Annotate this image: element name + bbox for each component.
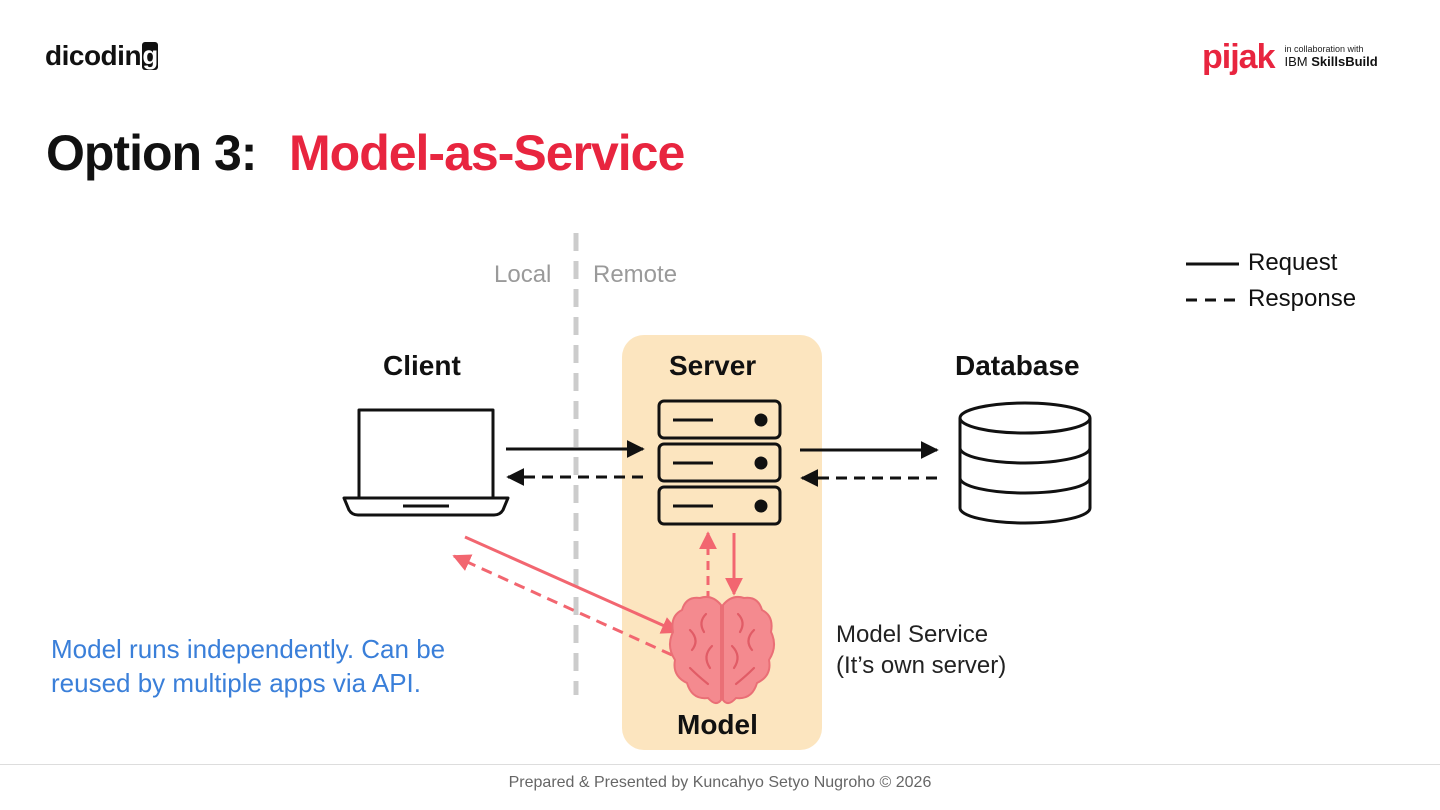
response-arrow-model-client	[452, 554, 673, 657]
collab-text: in collaboration with	[1284, 44, 1364, 55]
footer-divider	[0, 764, 1440, 765]
request-arrow-client-model	[464, 535, 680, 634]
model-note: Model runs independently. Can be reused …	[51, 634, 446, 698]
slide-title-accent: Model-as-Service	[289, 125, 685, 181]
region-label-remote: Remote	[593, 261, 678, 288]
laptop-icon	[342, 408, 510, 517]
slide-title: Option 3:	[46, 125, 257, 181]
server-label: Server	[669, 350, 757, 381]
model-service-line-2: (It’s own server)	[836, 652, 1007, 679]
server-rack-icon	[657, 399, 782, 526]
footer-credit: Prepared & Presented by Kuncahyo Setyo N…	[508, 774, 932, 791]
dicoding-logo-text: dicodin	[45, 40, 142, 71]
collab-block: in collaboration with IBM SkillsBuild	[1284, 44, 1377, 69]
skillsbuild-text: SkillsBuild	[1311, 53, 1378, 69]
dicoding-logo-mark: g	[142, 40, 158, 70]
pijak-logo-text: pijak	[1202, 38, 1275, 76]
client-label: Client	[383, 350, 461, 381]
model-service-line-1: Model Service	[836, 621, 989, 648]
region-label-local: Local	[494, 261, 552, 288]
model-service-caption: Model Service (It’s own server)	[836, 619, 1006, 681]
legend-request-label: Request	[1248, 249, 1338, 276]
model-label: Model	[677, 709, 758, 740]
database-label: Database	[955, 350, 1080, 381]
database-icon	[958, 401, 1092, 525]
pijak-logo: pijak in collaboration with IBM SkillsBu…	[1202, 40, 1378, 74]
ibm-skillsbuild-text: IBM SkillsBuild	[1284, 53, 1378, 70]
brain-icon	[669, 595, 775, 704]
legend-response-label: Response	[1248, 285, 1357, 312]
ibm-text: IBM	[1284, 53, 1308, 69]
